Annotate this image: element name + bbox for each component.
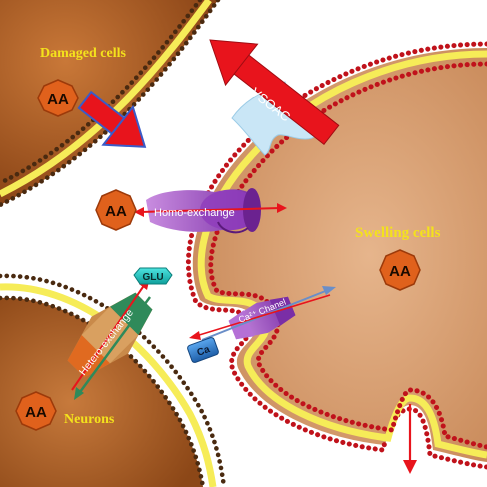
damaged-cells-label: Damaged cells [40,46,126,61]
vsoac-arrow [209,39,340,145]
aa-badge-neurons: AA [15,391,57,431]
ca-channel-arrows [189,286,336,341]
efflux-arrow [403,404,417,474]
neurons-label: Neurons [64,412,115,427]
aa-label-neurons: AA [25,404,47,421]
aa-label-swelling: AA [389,263,411,280]
homo-exchange-arrow [134,203,287,217]
aa-badge-middle: AA [95,189,137,231]
aa-badge-damaged: AA [37,79,79,117]
swelling-cell [185,41,487,470]
ca-badge: Ca [187,337,219,363]
swelling-cells-label: Swelling cells [355,225,441,241]
glu-label: GLU [142,272,163,283]
damaged-cell [0,0,221,208]
ca-label: Ca [196,344,212,359]
vsoac-channel [231,81,320,156]
aa-label-middle: AA [105,203,127,220]
aa-label-damaged: AA [47,91,69,108]
homo-exchange-label: Homo-exchange [154,207,235,219]
aa-badge-swelling: AA [379,249,421,291]
neuron-cell [0,273,227,487]
release-arrow [77,90,147,148]
glu-badge: GLU [133,267,173,285]
